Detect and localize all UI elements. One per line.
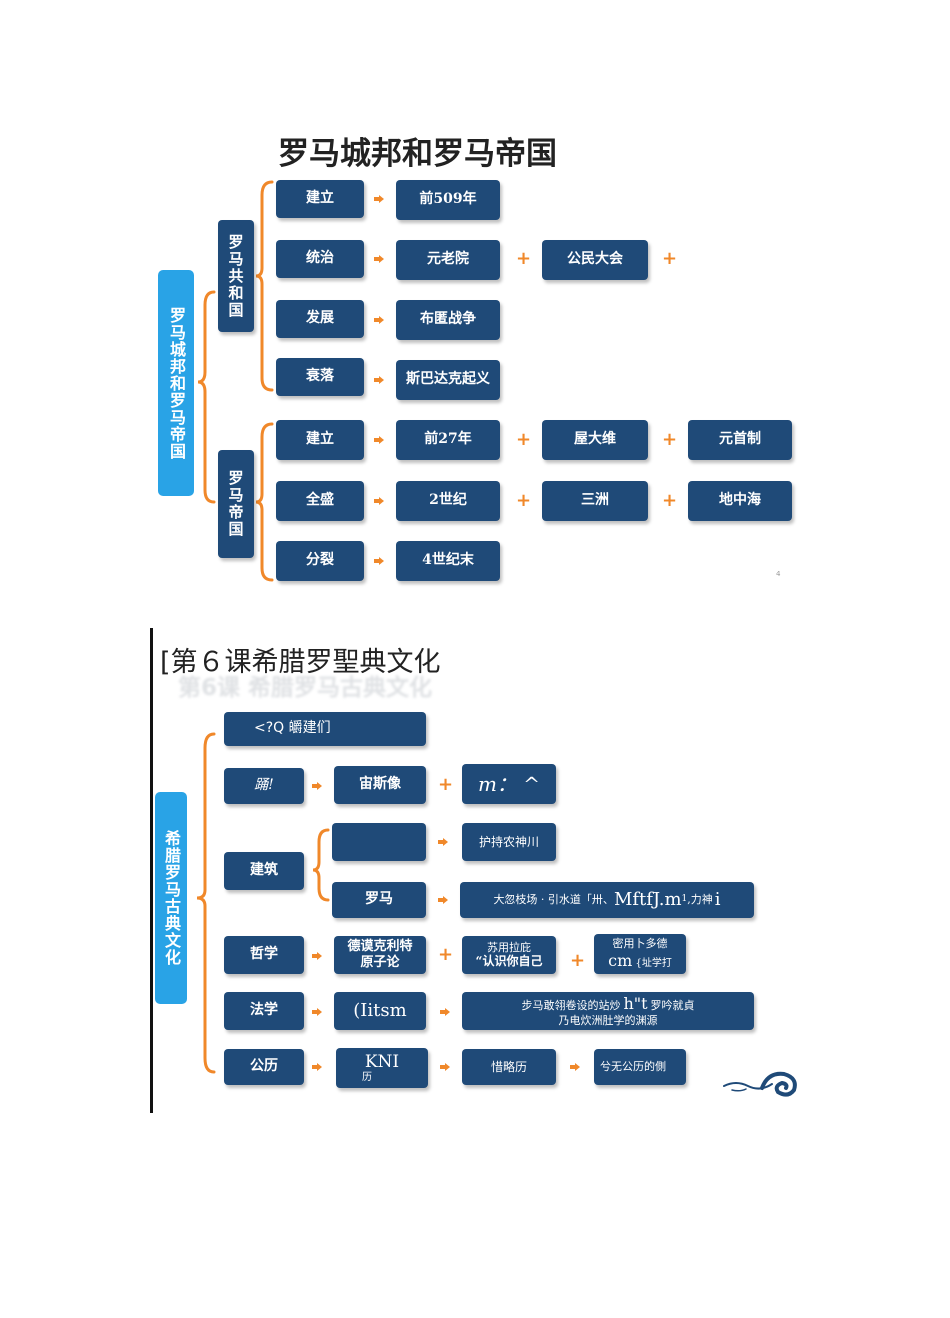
arrow-icon	[312, 1008, 322, 1016]
empire-label: 罗马帝国	[226, 470, 245, 538]
law-right-text-c: 罗吟就貞	[650, 999, 695, 1013]
plus-icon: +	[438, 774, 454, 795]
empire-box: 罗马帝国	[218, 450, 254, 558]
philosophy-right1-line1: 苏用拉庇	[487, 940, 531, 954]
republic-box: 罗马共和国	[218, 220, 254, 332]
philosophy-right-1: 苏用拉庇 “认识你自己	[462, 936, 556, 974]
arrow-icon	[440, 1008, 450, 1016]
architecture-sub2-mid: 罗马	[332, 882, 426, 918]
plus-icon: +	[662, 248, 678, 269]
law-right-text-b: h"t	[623, 994, 648, 1014]
philosophy-right2-small: {址学打	[635, 957, 672, 969]
empire-split-head: 分裂	[276, 541, 364, 581]
philosophy-right2-line1: 密用卜多德	[612, 937, 668, 951]
row2-head: 踊!	[224, 768, 304, 804]
republic-development-head: 发展	[276, 300, 364, 338]
page-number: 4	[776, 570, 781, 578]
arrow-icon	[374, 497, 384, 505]
philosophy-right-2: 密用卜多德 cm {址学打	[594, 934, 686, 974]
empire-peak-item-2: 三洲	[542, 481, 648, 521]
calendar-head: 公历	[224, 1049, 304, 1085]
margin-line	[150, 628, 153, 1113]
row1-box: <?Q 皭建们	[224, 712, 426, 746]
calendar-mid-small: 历	[362, 1071, 372, 1083]
republic-decline-item: 斯巴达克起义	[396, 360, 500, 400]
philosophy-right2-big: cm	[608, 950, 633, 970]
law-right-text-a: 步马敢翎卷设的站炒	[521, 999, 621, 1013]
republic-label: 罗马共和国	[226, 233, 245, 319]
ghost-title: 第6课 希腊罗马古典文化	[178, 675, 433, 701]
calendar-mid-big: KNI	[364, 1052, 400, 1073]
republic-founding-head: 建立	[276, 180, 364, 218]
architecture-sub2-text-b: MftfJ.m	[613, 888, 682, 910]
plus-icon: +	[516, 248, 532, 269]
row2-mid: 宙斯像	[334, 766, 426, 804]
main-topic-box: 罗马城邦和罗马帝国	[158, 270, 194, 496]
arrow-icon	[440, 1063, 450, 1071]
empire-founding-item-2: 屋大维	[542, 420, 648, 460]
empire-founding-item-1: 前27年	[396, 420, 500, 460]
empire-peak-item-3: 地中海	[688, 481, 792, 521]
empire-peak-item-1: 2世纪	[396, 481, 500, 521]
main-topic-label: 罗马城邦和罗马帝国	[167, 306, 186, 460]
architecture-sub1-mid	[332, 823, 426, 861]
republic-decline-head: 衰落	[276, 358, 364, 396]
republic-development-item: 布匿战争	[396, 300, 500, 340]
lesson-title: [第６课希腊罗聖典文化	[160, 647, 441, 678]
philosophy-mid: 德谟克利特 原子论	[334, 936, 426, 974]
cloud-swirl-icon	[723, 1071, 797, 1097]
arrow-icon	[312, 952, 322, 960]
main-topic-box-2: 希腊罗马古典文化	[155, 792, 187, 1004]
calendar-mid: KNI 历	[336, 1048, 428, 1088]
plus-icon: +	[570, 950, 586, 971]
philosophy-mid-line2: 原子论	[360, 955, 400, 970]
architecture-sub2-text-a: 大忽枝场 · 引水道「卅、	[493, 893, 614, 907]
empire-split-item: 4世纪末	[396, 541, 500, 581]
law-right-line2: 乃电炊洲肚学的渊源	[558, 1014, 658, 1028]
empire-peak-head: 全盛	[276, 481, 364, 521]
arrow-icon	[438, 896, 448, 904]
philosophy-mid-line1: 德谟克利特	[347, 938, 413, 954]
republic-rule-item-2: 公民大会	[542, 240, 648, 280]
plus-icon: +	[662, 429, 678, 450]
arrow-icon	[374, 316, 384, 324]
calendar-right-2: 兮无公历的側	[594, 1049, 686, 1085]
architecture-sub1-right: 护持农神川	[462, 823, 556, 861]
law-mid: (Iitsm	[334, 992, 426, 1030]
arrow-icon	[312, 782, 322, 790]
law-head: 法学	[224, 992, 304, 1030]
arrow-icon	[374, 195, 384, 203]
architecture-sub2-text-d: i	[714, 888, 721, 910]
bracket-lines	[197, 180, 274, 582]
arrow-icon	[374, 557, 384, 565]
architecture-head: 建筑	[224, 852, 304, 890]
arrow-icon	[312, 1063, 322, 1071]
arrow-icon	[374, 436, 384, 444]
arrow-icon	[374, 376, 384, 384]
page-title: 罗马城邦和罗马帝国	[278, 136, 557, 172]
republic-rule-item-1: 元老院	[396, 240, 500, 280]
empire-founding-head: 建立	[276, 420, 364, 460]
arrow-icon	[374, 255, 384, 263]
republic-founding-item: 前509年	[396, 180, 500, 220]
plus-icon: +	[516, 429, 532, 450]
calendar-right-1: 惜略历	[462, 1049, 556, 1085]
row2-right: m： ^	[462, 764, 556, 804]
plus-icon: +	[662, 490, 678, 511]
republic-rule-head: 统治	[276, 240, 364, 278]
architecture-sub2-text-c: ,力神	[687, 893, 713, 907]
arrow-icon	[570, 1063, 580, 1071]
philosophy-right1-line2: “认识你自己	[475, 954, 543, 969]
empire-founding-item-3: 元首制	[688, 420, 792, 460]
arrow-icon	[438, 838, 448, 846]
philosophy-head: 哲学	[224, 936, 304, 974]
plus-icon: +	[438, 944, 454, 965]
plus-icon: +	[516, 490, 532, 511]
architecture-sub2-sup: 1	[681, 894, 688, 905]
main-topic-label-2: 希腊罗马古典文化	[162, 830, 181, 966]
